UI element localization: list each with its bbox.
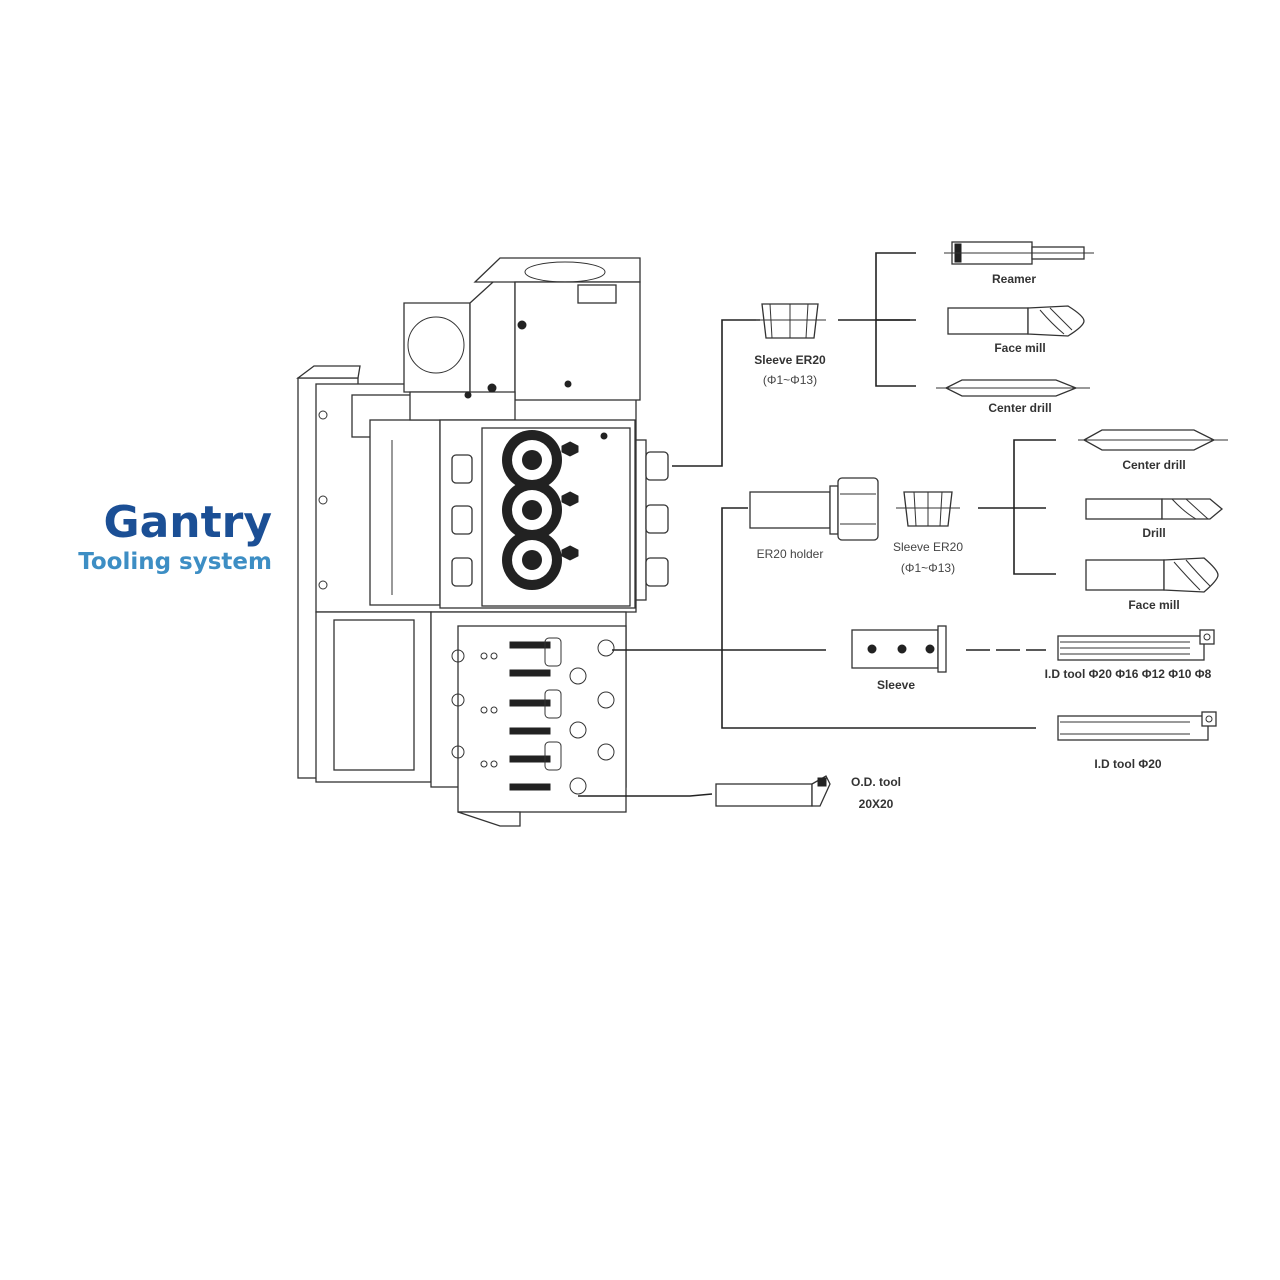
label-face-mill-top: Face mill xyxy=(994,341,1045,355)
label-sleeve-er20-top: Sleeve ER20 xyxy=(754,353,826,367)
label-od-tool-size: 20X20 xyxy=(859,797,894,811)
label-id-tool-multi: I.D tool Φ20 Φ16 Φ12 Φ10 Φ8 xyxy=(1045,667,1212,681)
face-mill-tool-mid xyxy=(1085,557,1219,593)
sleeve-er20-mid xyxy=(896,491,960,527)
label-face-mill-mid: Face mill xyxy=(1128,598,1179,612)
milling-spindles xyxy=(502,430,608,590)
diagram-title: Gantry Tooling system xyxy=(40,498,272,576)
er20-holder xyxy=(749,477,879,541)
reamer-tool xyxy=(944,241,1094,265)
tool-slots xyxy=(509,637,562,791)
id-tool-multi xyxy=(1057,629,1215,661)
label-od-tool: O.D. tool xyxy=(851,775,901,789)
id-tool-20 xyxy=(1057,711,1217,741)
sleeve-er20-top xyxy=(756,303,826,339)
title-tooling-system: Tooling system xyxy=(78,549,272,575)
label-reamer: Reamer xyxy=(992,272,1036,286)
label-drill: Drill xyxy=(1142,526,1165,540)
label-id-tool-20: I.D tool Φ20 xyxy=(1094,757,1162,771)
label-center-drill-top: Center drill xyxy=(988,401,1051,415)
label-sleeve-er20-mid-range: (Φ1~Φ13) xyxy=(901,561,955,575)
label-center-drill-mid: Center drill xyxy=(1122,458,1185,472)
label-sleeve-er20-mid: Sleeve ER20 xyxy=(893,540,963,554)
connector-lines xyxy=(578,252,1056,797)
sleeve-part xyxy=(851,625,947,673)
center-drill-tool-mid xyxy=(1078,429,1228,451)
label-sleeve: Sleeve xyxy=(877,678,915,692)
center-drill-tool-top xyxy=(936,379,1090,397)
title-gantry: Gantry xyxy=(103,497,272,548)
gantry-turret-drawing xyxy=(296,257,669,827)
label-er20-holder: ER20 holder xyxy=(757,547,824,561)
label-sleeve-er20-top-range: (Φ1~Φ13) xyxy=(763,373,817,387)
face-mill-tool-top xyxy=(947,305,1085,337)
drill-tool xyxy=(1085,498,1224,520)
od-tool xyxy=(715,775,831,807)
